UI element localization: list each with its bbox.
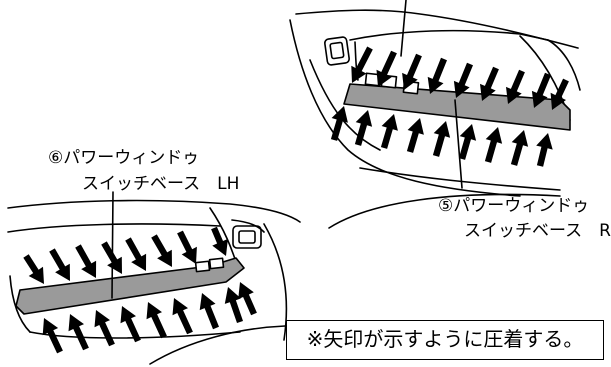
rh-switch-base-strip [343, 83, 571, 131]
press-up-arrow-icon [224, 287, 243, 323]
press-up-arrow-icon [172, 298, 193, 335]
press-up-arrow-icon [484, 127, 503, 163]
press-down-arrow-icon [453, 62, 473, 98]
rh-door-handle-icon [324, 36, 350, 66]
rh-leader-line [454, 99, 463, 189]
press-up-arrow-icon [432, 121, 451, 157]
press-up-arrow-icon [458, 124, 477, 160]
press-down-arrow-icon [402, 53, 422, 90]
press-down-arrow-icon [125, 237, 147, 271]
lh-door-trim [7, 199, 301, 365]
press-up-arrow-icon [68, 314, 89, 351]
press-up-arrow-icon [380, 114, 398, 149]
instruction-note: ※矢印が示すように圧着する。 [286, 320, 604, 360]
press-up-arrow-icon [42, 318, 63, 354]
press-up-arrow-icon [406, 118, 424, 153]
press-up-arrow-icon [120, 306, 141, 343]
rh-label-line1: ⑤パワーウィンドゥ [438, 196, 590, 216]
press-down-arrow-icon [177, 230, 197, 264]
press-down-arrow-icon [49, 248, 70, 281]
press-down-arrow-icon [480, 66, 499, 101]
press-down-arrow-icon [151, 234, 172, 267]
lh-window-switch-icon [194, 257, 225, 273]
press-down-arrow-icon [550, 78, 569, 110]
press-down-arrow-icon [211, 226, 228, 256]
press-up-arrow-icon [199, 293, 219, 330]
rh-top-leader-line [400, 0, 407, 57]
press-up-arrow-icon [510, 130, 529, 166]
lh-label-line2: スイッチベース LH [82, 174, 240, 194]
press-up-arrow-icon [146, 302, 167, 339]
lh-door-handle-icon [232, 225, 262, 249]
press-up-arrow-icon [536, 133, 553, 167]
press-down-arrow-icon [531, 72, 551, 108]
rh-label-line2: スイッチベース RH [464, 221, 611, 241]
press-up-arrow-icon [238, 282, 257, 316]
lh-leader-line [111, 191, 114, 299]
press-down-arrow-icon [101, 241, 122, 274]
press-up-arrow-icon [94, 310, 115, 347]
press-down-arrow-icon [506, 69, 525, 104]
press-down-arrow-icon [351, 46, 373, 83]
press-down-arrow-icon [75, 244, 97, 278]
press-down-arrow-icon [427, 57, 447, 94]
press-down-arrow-icon [23, 254, 44, 284]
lh-label-line1: ⑥パワーウィンドゥ [48, 148, 200, 168]
press-up-arrow-icon [354, 110, 373, 146]
press-down-arrow-icon [376, 50, 397, 87]
press-up-arrow-icon [330, 106, 348, 141]
